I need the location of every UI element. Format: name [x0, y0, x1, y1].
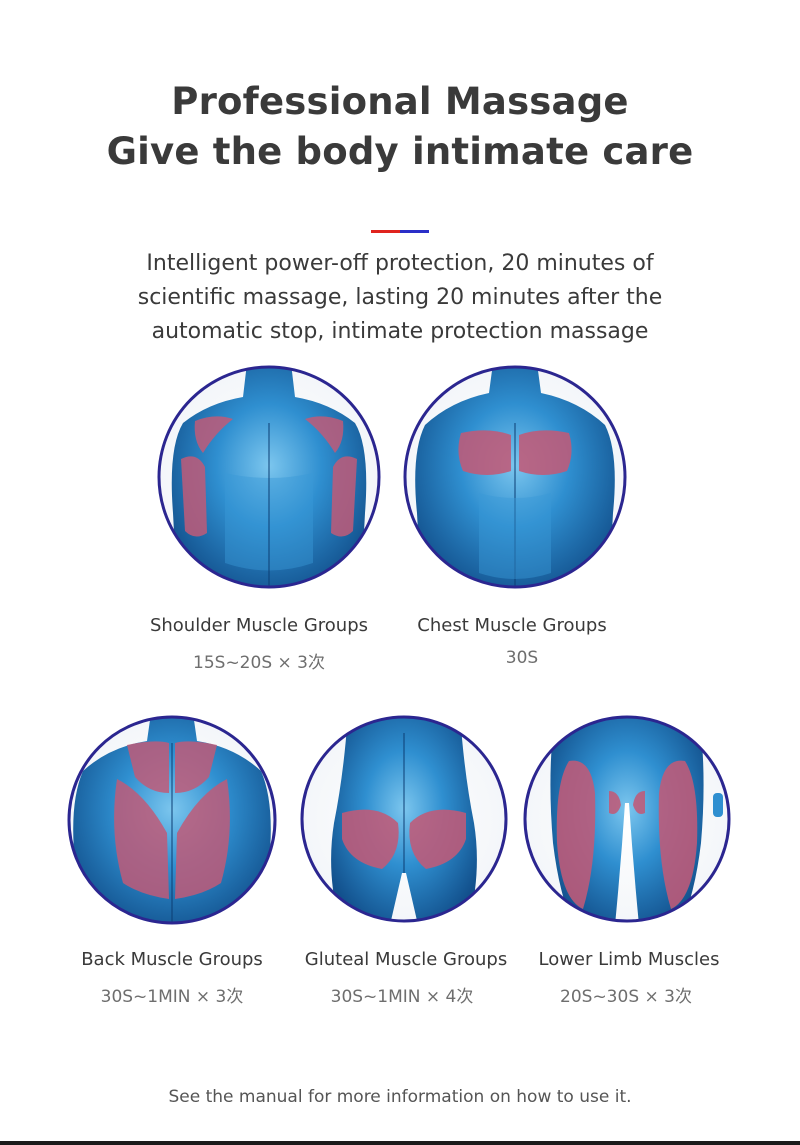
bottom-border: [0, 1141, 800, 1145]
divider-red-segment: [371, 230, 400, 233]
lower-limb-muscle-illustration: [523, 715, 731, 923]
page-title-line-2: Give the body intimate care: [106, 130, 694, 173]
description-line-1: Intelligent power-off protection, 20 min…: [146, 251, 654, 276]
muscle-group-name: Back Muscle Groups: [81, 949, 263, 970]
muscle-group-name: Shoulder Muscle Groups: [149, 615, 369, 636]
muscle-group-name: Chest Muscle Groups: [417, 615, 607, 636]
description-line-2: scientific massage, lasting 20 minutes a…: [137, 285, 663, 310]
muscle-group-time: 30S~1MIN × 3次: [100, 987, 244, 1007]
muscle-group-time: 15S~20S × 3次: [193, 653, 325, 673]
muscle-group-time: 30S: [505, 648, 539, 668]
shoulder-muscle-illustration: [157, 365, 381, 589]
divider-blue-segment: [400, 230, 429, 233]
description-line-3: automatic stop, intimate protection mass…: [151, 319, 649, 344]
back-muscle-illustration: [67, 715, 277, 925]
muscle-group-name: Lower Limb Muscles: [538, 949, 720, 970]
usage-note: See the manual for more information on h…: [168, 1087, 632, 1107]
muscle-group-time: 30S~1MIN × 4次: [330, 987, 474, 1007]
muscle-group-name: Gluteal Muscle Groups: [304, 949, 508, 970]
page-title-line-1: Professional Massage: [171, 80, 629, 123]
chest-muscle-illustration: [403, 365, 627, 589]
gluteal-muscle-illustration: [300, 715, 508, 923]
muscle-group-time: 20S~30S × 3次: [560, 987, 692, 1007]
accent-divider: [371, 230, 429, 233]
